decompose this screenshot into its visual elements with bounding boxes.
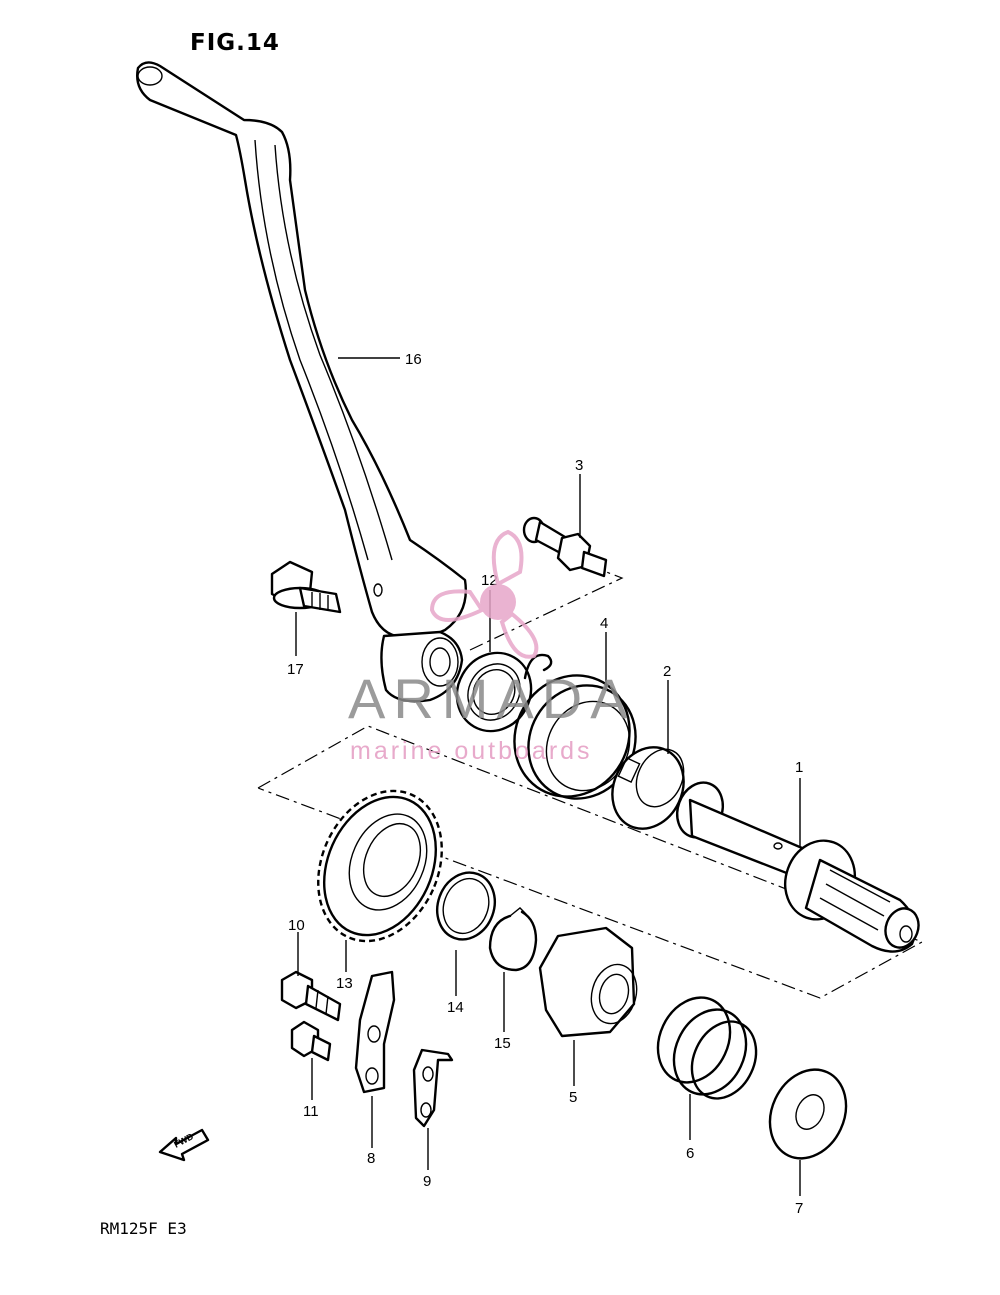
kick-shaft-1 bbox=[676, 781, 920, 953]
callout-15: 15 bbox=[494, 1035, 511, 1052]
callout-16: 16 bbox=[405, 351, 422, 368]
kick-gear-13 bbox=[317, 789, 443, 943]
oil-seal-12 bbox=[455, 651, 533, 733]
callout-10: 10 bbox=[288, 917, 305, 934]
plate-9 bbox=[412, 1048, 454, 1128]
bolt-11 bbox=[290, 1020, 332, 1062]
fwd-arrow-icon: FWD bbox=[158, 1128, 210, 1162]
plate-8 bbox=[354, 970, 396, 1094]
callout-13: 13 bbox=[336, 975, 353, 992]
callout-8: 8 bbox=[367, 1150, 375, 1167]
callout-14: 14 bbox=[447, 999, 464, 1016]
callout-2: 2 bbox=[663, 663, 671, 680]
bolt-10 bbox=[280, 970, 342, 1022]
model-code: RM125F E3 bbox=[100, 1219, 187, 1238]
callout-numbers: 1 2 3 4 5 6 7 8 9 10 11 12 13 14 15 16 1… bbox=[287, 351, 803, 1217]
callout-17: 17 bbox=[287, 661, 304, 678]
watermark-logo-icon bbox=[429, 529, 539, 659]
watermark-brand: ARMADA bbox=[348, 667, 636, 730]
bolt-17 bbox=[270, 560, 342, 614]
callout-1: 1 bbox=[795, 759, 803, 776]
bolt-3 bbox=[522, 516, 608, 578]
callout-3: 3 bbox=[575, 457, 583, 474]
circlip-15 bbox=[488, 907, 538, 972]
ring-14 bbox=[436, 871, 496, 941]
callout-6: 6 bbox=[686, 1145, 694, 1162]
ratchet-5 bbox=[538, 926, 638, 1038]
guide-2 bbox=[611, 746, 685, 830]
watermark-tagline: marine outboards bbox=[350, 737, 593, 765]
leader-lines bbox=[295, 357, 801, 1196]
figure-title: FIG.14 bbox=[190, 30, 280, 56]
kick-lever bbox=[136, 61, 467, 703]
assembly-outline-lower bbox=[257, 725, 924, 999]
callout-9: 9 bbox=[423, 1173, 431, 1190]
washer-7 bbox=[768, 1068, 848, 1160]
callout-7: 7 bbox=[795, 1200, 803, 1217]
callout-4: 4 bbox=[600, 615, 608, 632]
spring-6 bbox=[656, 996, 758, 1100]
callout-11: 11 bbox=[303, 1103, 319, 1120]
callout-5: 5 bbox=[569, 1089, 577, 1106]
